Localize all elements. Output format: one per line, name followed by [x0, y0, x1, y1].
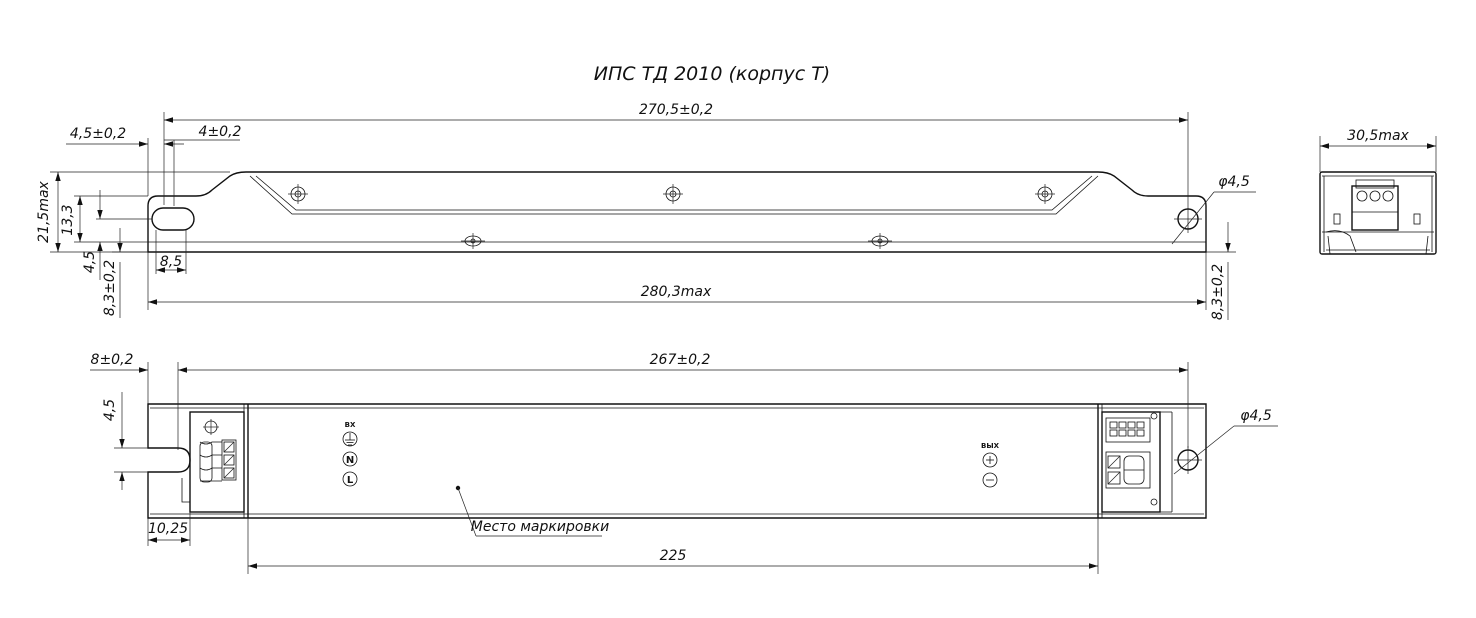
dim-bottom-overall-length: 267±0,2 — [650, 352, 711, 368]
dim-bottom-left-edge: 10,25 — [148, 521, 188, 537]
dim-top-left-inner: 4±0,2 — [199, 124, 242, 140]
input-neutral-icon — [342, 451, 358, 467]
screw-side-2 — [868, 233, 892, 249]
end-view: 30,5max — [1319, 128, 1437, 255]
mounting-slot-left — [151, 207, 195, 231]
bottom-view: ВХ N L ВЫХ — [90, 352, 1278, 574]
output-plus-icon — [982, 452, 998, 468]
input-neutral-symbol: N — [346, 455, 354, 466]
dim-bottom-slot-offset: 4,5 — [102, 399, 118, 421]
output-minus-icon — [982, 472, 998, 488]
dim-top-hole-diameter: φ4,5 — [1218, 174, 1250, 190]
dim-bottom-left-offset: 8±0,2 — [91, 352, 134, 368]
end-view-terminal — [1351, 185, 1399, 231]
dim-top-slot-offset: 4,5 — [82, 251, 98, 273]
dim-top-overall-length: 270,5±0,2 — [639, 102, 713, 118]
dim-top-bottom-right: 8,3±0,2 — [1210, 264, 1226, 320]
dim-top-slot-height: 13,3 — [60, 204, 76, 235]
dim-top-slot-width: 8,5 — [160, 254, 182, 270]
input-line-symbol: L — [347, 475, 354, 486]
dim-top-total-length: 280,3max — [641, 284, 712, 300]
screw-top-2 — [663, 184, 683, 204]
dim-bottom-hole-diameter: φ4,5 — [1240, 408, 1272, 424]
output-label: ВЫХ — [981, 442, 1000, 450]
input-ground-icon — [342, 431, 358, 447]
dim-end-width-max: 30,5max — [1347, 128, 1409, 144]
dim-top-left-outer: 4,5±0,2 — [70, 126, 126, 142]
dim-top-bottom-left: 8,3±0,2 — [102, 260, 118, 316]
input-label: ВХ — [345, 421, 356, 429]
marking-location-label: Место маркировки — [471, 519, 609, 535]
screw-top-3 — [1035, 184, 1055, 204]
screw-top-1 — [288, 184, 308, 204]
dim-top-height-max: 21,5max — [36, 180, 52, 242]
drawing-title: ИПС ТД 2010 (корпус Т) — [594, 63, 830, 85]
input-line-icon — [342, 471, 358, 487]
dim-bottom-terminal-spacing: 225 — [660, 548, 687, 564]
output-terminal-block — [1101, 411, 1173, 513]
screw-side-1 — [461, 233, 485, 249]
top-view: 270,5±0,2 4,5±0,2 4±0,2 21,5max 13,3 4,5… — [36, 102, 1256, 320]
input-terminal-block — [181, 411, 245, 513]
